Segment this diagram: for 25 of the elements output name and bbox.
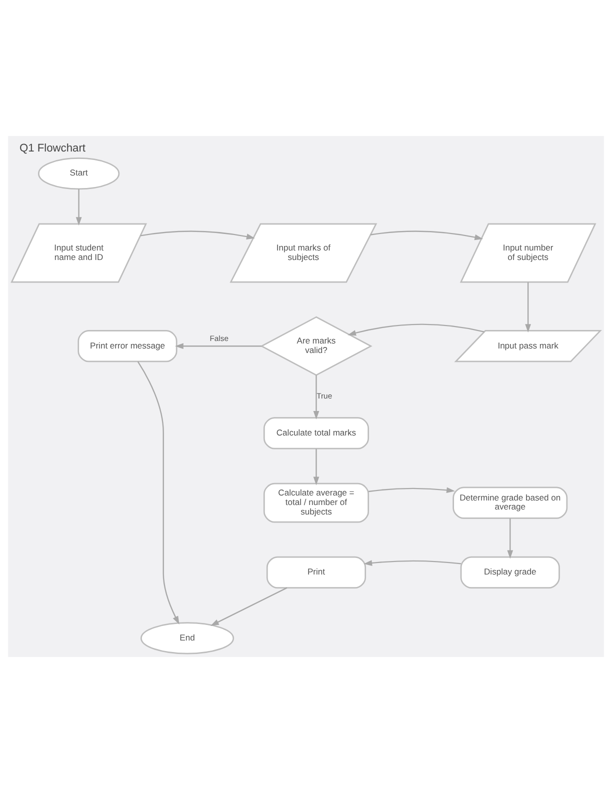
node-ellipse: End: [140, 622, 234, 654]
arrow: [210, 586, 288, 626]
arrow: [507, 518, 514, 558]
arrow: [368, 486, 455, 493]
node-box: Print: [266, 556, 366, 588]
arrow: [364, 560, 462, 566]
node-box: Calculate total marks: [263, 416, 370, 449]
node-ellipse: Start: [38, 157, 120, 190]
edge-label: False: [210, 334, 228, 343]
arrow: [370, 230, 484, 240]
arrow: [76, 188, 82, 226]
arrow: [313, 448, 320, 485]
edge-label: True: [316, 390, 332, 400]
node-box: Print error message: [78, 330, 178, 362]
node-box: Determine grade based on average: [452, 486, 568, 518]
diagram-title: Q1 Flowchart: [20, 142, 86, 154]
arrow: [175, 342, 262, 349]
arrow: [137, 360, 180, 624]
node-box: Display grade: [460, 556, 560, 588]
arrow: [313, 374, 320, 419]
arrow: [525, 282, 531, 332]
node-box: Calculate average = total / number of subjects: [263, 482, 370, 522]
arrow: [140, 230, 255, 239]
node-diamond: Are marks valid?: [260, 316, 372, 376]
arrow: [348, 323, 484, 336]
